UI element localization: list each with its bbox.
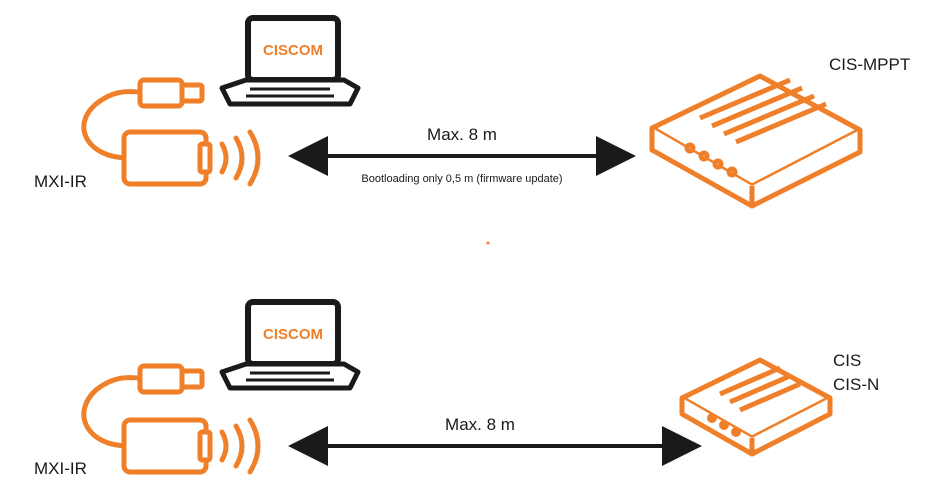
distance-label-top: Max. 8 m bbox=[427, 125, 497, 144]
adapter-label-top: MXI-IR bbox=[34, 172, 87, 191]
laptop-icon: CISCOM bbox=[219, 299, 361, 391]
ir-waves-icon bbox=[219, 417, 261, 475]
laptop-icon: CISCOM bbox=[219, 15, 361, 107]
top-section: CISCOM MXI-IR Max. 8 m Bootloading only … bbox=[34, 15, 910, 209]
decorative-dot bbox=[486, 241, 490, 245]
device-label-cis: CIS bbox=[833, 351, 861, 370]
device-label-cis-n: CIS-N bbox=[833, 375, 879, 394]
usb-plug-icon bbox=[81, 363, 205, 449]
device-label-top: CIS-MPPT bbox=[829, 55, 910, 74]
distance-label-bottom: Max. 8 m bbox=[445, 415, 515, 434]
laptop-screen-text: CISCOM bbox=[263, 326, 323, 343]
ir-waves-icon bbox=[219, 129, 261, 187]
controller-device-icon bbox=[649, 73, 863, 209]
adapter-label-bottom: MXI-IR bbox=[34, 459, 87, 478]
bootloading-note: Bootloading only 0,5 m (firmware update) bbox=[361, 173, 562, 185]
bottom-section: CISCOM MXI-IR Max. 8 m bbox=[34, 299, 879, 478]
ir-adapter-icon bbox=[121, 417, 213, 475]
ir-adapter-icon bbox=[121, 129, 213, 187]
laptop-screen-text: CISCOM bbox=[263, 42, 323, 59]
usb-plug-icon bbox=[81, 77, 205, 161]
controller-device-icon bbox=[679, 357, 833, 457]
